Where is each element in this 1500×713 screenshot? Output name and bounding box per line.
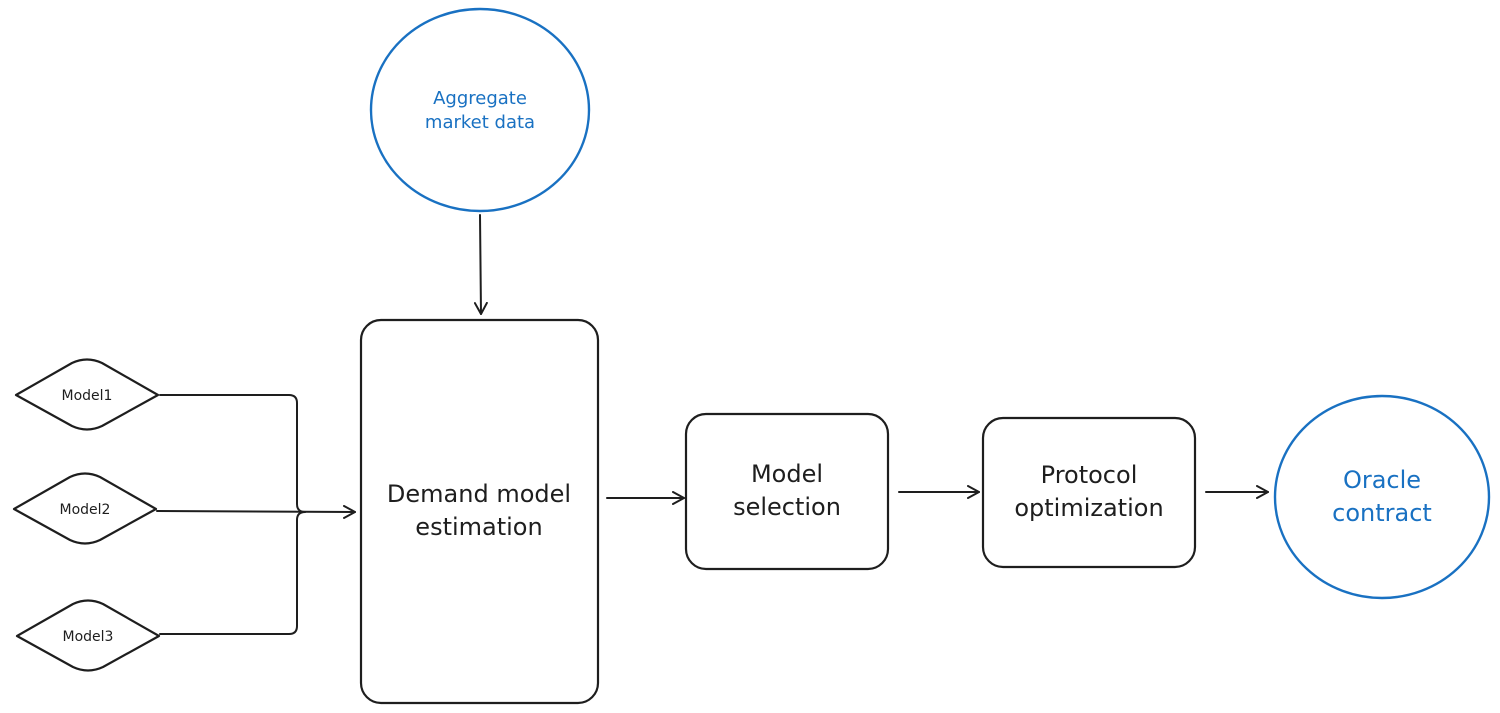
aggregate-market-data-label-line2: market data [425, 112, 535, 133]
demand-model-estimation-label-line2: estimation [415, 513, 542, 541]
node-demand-model-estimation[interactable]: Demand model estimation [359, 318, 600, 705]
model3-label: Model3 [63, 629, 114, 645]
edges [156, 214, 1269, 635]
node-model1[interactable]: Model1 [14, 358, 160, 431]
model3-diamond [15, 599, 161, 672]
model-selection-label-line1: Model [751, 460, 823, 488]
model-selection-box [684, 412, 890, 571]
oracle-contract-circle [1273, 394, 1491, 600]
node-protocol-optimization[interactable]: Protocol optimization [981, 416, 1197, 569]
demand-model-estimation-box [359, 318, 600, 705]
node-oracle-contract[interactable]: Oracle contract [1273, 394, 1491, 600]
model1-diamond [14, 358, 160, 431]
protocol-optimization-label-line1: Protocol [1041, 461, 1138, 489]
edge-model1-to-demand [159, 394, 306, 513]
node-model3[interactable]: Model3 [15, 599, 161, 672]
protocol-optimization-label-line2: optimization [1014, 494, 1163, 522]
node-aggregate-market-data[interactable]: Aggregate market data [369, 7, 591, 213]
node-model-selection[interactable]: Model selection [684, 412, 890, 571]
edge-aggregate-to-demand [473, 214, 488, 315]
aggregate-market-data-label-line1: Aggregate [433, 88, 527, 109]
model2-diamond [12, 472, 158, 545]
model-selection-label-line2: selection [733, 493, 841, 521]
model2-label: Model2 [60, 502, 111, 518]
edge-model3-to-demand [159, 511, 306, 635]
oracle-contract-label-line1: Oracle [1343, 466, 1421, 494]
aggregate-market-data-circle [369, 7, 591, 213]
node-model2[interactable]: Model2 [12, 472, 158, 545]
protocol-optimization-box [981, 416, 1197, 569]
demand-model-estimation-label-line1: Demand model [387, 480, 571, 508]
edge-model2-to-demand [156, 504, 356, 519]
model1-label: Model1 [62, 388, 113, 404]
oracle-contract-label-line2: contract [1332, 499, 1432, 527]
